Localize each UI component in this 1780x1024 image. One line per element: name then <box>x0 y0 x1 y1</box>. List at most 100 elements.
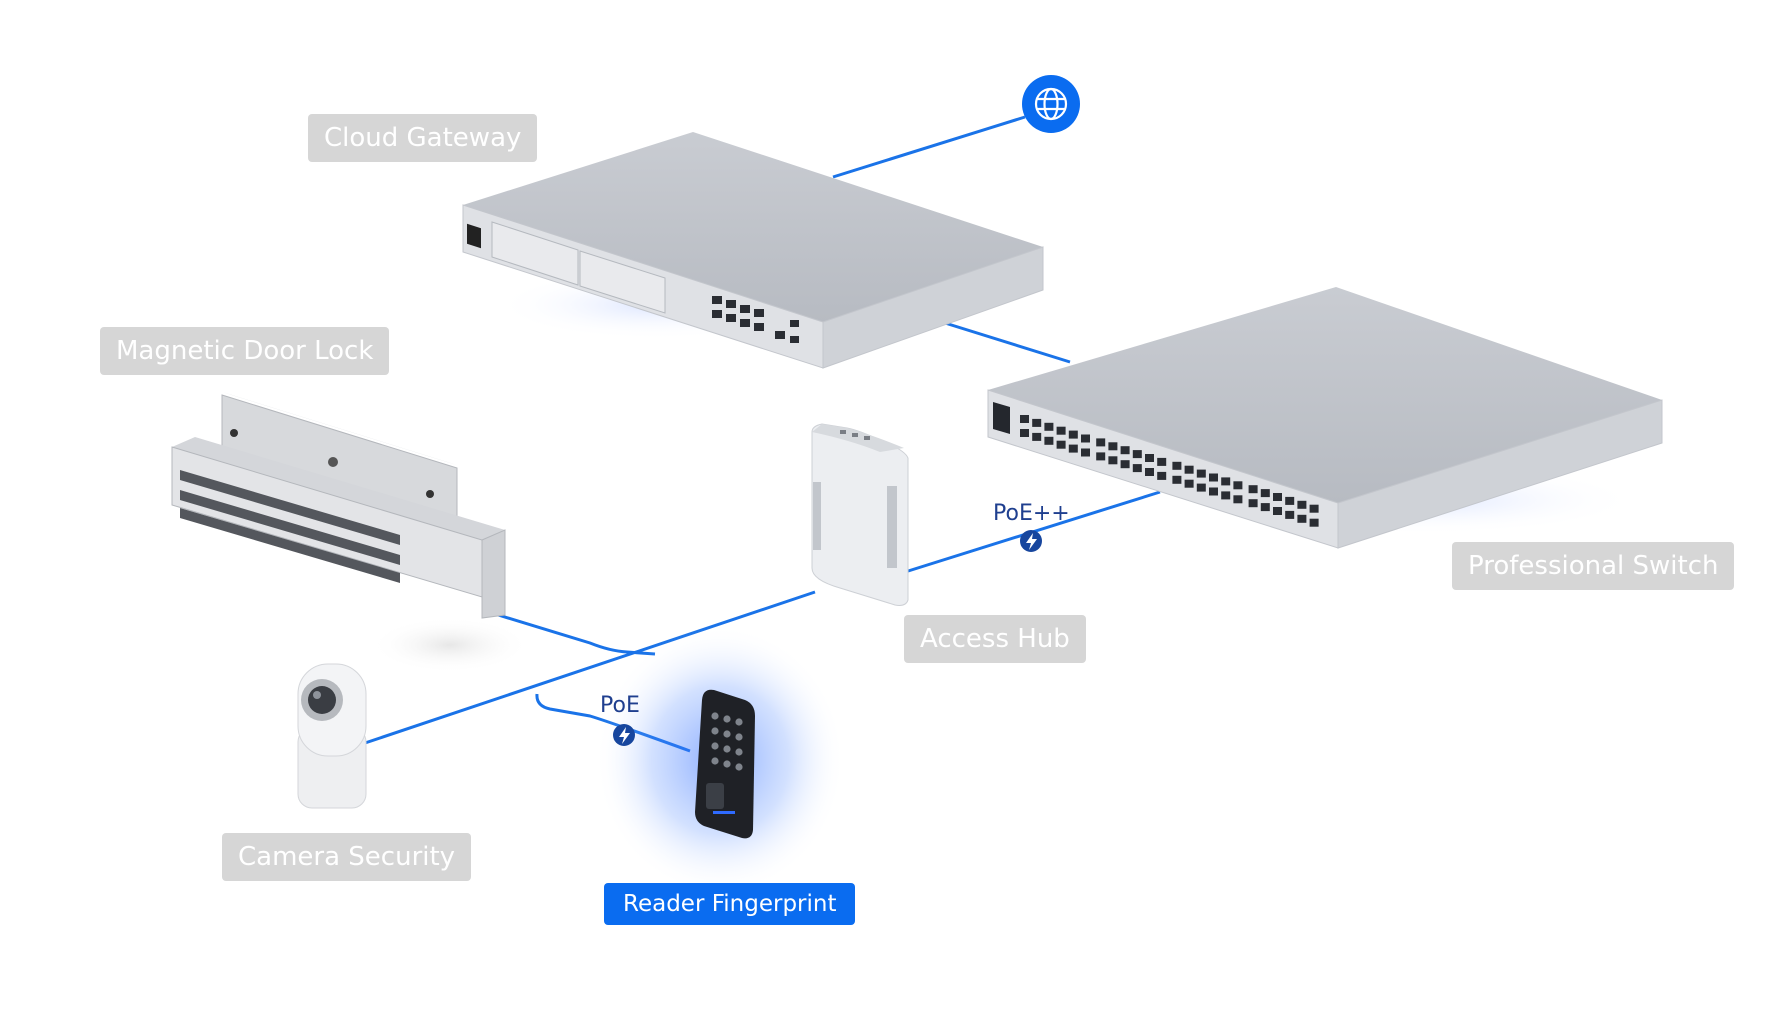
switch-port <box>1081 448 1090 457</box>
switch-port <box>1120 446 1130 455</box>
poe-plus-label: PoE++ <box>993 501 1070 526</box>
switch-port <box>1285 510 1295 519</box>
switch-port <box>1056 440 1066 449</box>
switch-port <box>1056 426 1066 435</box>
fingerprint-sensor <box>706 783 724 809</box>
keypad-key <box>723 730 731 738</box>
doorlock-shadow <box>370 617 530 673</box>
link-gateway-switch <box>944 321 1071 364</box>
switch-port <box>1044 422 1054 431</box>
globe-icon <box>1034 87 1068 121</box>
gateway-top <box>463 132 1043 322</box>
lock-screw-1 <box>230 429 238 437</box>
professional-switch-label[interactable]: Professional Switch <box>1452 542 1735 590</box>
camera-lens <box>308 686 336 714</box>
globe-icon-bg <box>1022 75 1080 133</box>
switch-port <box>1209 487 1218 496</box>
magnetic-door-lock-device[interactable] <box>171 392 506 619</box>
keypad-key <box>735 718 743 726</box>
switch-port <box>1172 475 1182 484</box>
switch-port <box>1297 514 1307 523</box>
switch-port <box>1020 415 1029 423</box>
access-hub-device[interactable] <box>811 423 909 606</box>
keypad-key <box>711 727 719 735</box>
cloud-gateway-device[interactable] <box>462 132 1044 369</box>
switch-port <box>1309 518 1319 527</box>
switch-port <box>1248 499 1258 508</box>
hub-body <box>811 423 909 606</box>
switch-port <box>1196 483 1206 492</box>
lock-magnet-strip-2 <box>180 490 400 565</box>
link-hub-camera <box>364 590 816 745</box>
switch-port <box>1096 438 1106 447</box>
hub-ports-top <box>840 430 870 440</box>
switch-port-array <box>1020 415 1319 527</box>
lightning-icon <box>619 727 630 744</box>
lock-screw-2 <box>328 457 338 467</box>
switch-port <box>1096 452 1106 461</box>
reader-fingerprint-device[interactable] <box>695 689 755 839</box>
switch-port <box>1209 473 1218 482</box>
switch-port <box>1184 465 1194 474</box>
switch-port <box>1233 481 1243 490</box>
switch-port <box>1068 444 1078 453</box>
access-hub-label[interactable]: Access Hub <box>904 615 1086 663</box>
switch-port <box>1260 503 1270 512</box>
poe-label: PoE <box>600 693 640 718</box>
switch-port <box>1081 434 1090 443</box>
camera-security-device[interactable] <box>297 663 367 809</box>
switch-port <box>1157 471 1167 480</box>
lightning-icon <box>1026 533 1037 550</box>
camera-lens-glint <box>313 691 321 699</box>
switch-port <box>1196 469 1206 478</box>
switch-port <box>1248 485 1258 494</box>
switch-side <box>1337 399 1663 549</box>
keypad-key <box>735 733 743 741</box>
cloud-gateway-label[interactable]: Cloud Gateway <box>308 114 538 162</box>
switch-port <box>1068 430 1078 439</box>
switch-port <box>1145 468 1154 476</box>
internet-node[interactable] <box>1022 75 1080 133</box>
gateway-power-button <box>467 223 481 249</box>
camera-security-label[interactable]: Camera Security <box>222 833 472 881</box>
switch-port <box>1032 418 1042 427</box>
switch-port <box>1285 496 1295 505</box>
switch-port <box>1020 429 1029 437</box>
switch-display <box>993 402 1010 434</box>
switch-port <box>1157 457 1167 466</box>
link-gateway-internet <box>832 115 1026 179</box>
reader-keypad <box>711 712 743 771</box>
keypad-key <box>723 760 731 768</box>
switch-port <box>1120 460 1130 469</box>
keypad-key <box>711 742 719 750</box>
lock-screw-3 <box>426 490 434 498</box>
switch-top <box>988 287 1662 503</box>
lock-armature-top <box>222 392 457 465</box>
switch-port <box>1273 493 1282 501</box>
switch-port <box>1233 495 1243 504</box>
reader-fingerprint-label[interactable]: Reader Fingerprint <box>604 883 856 925</box>
professional-switch-device[interactable] <box>987 287 1663 549</box>
lock-magnet-strip-1 <box>180 470 400 545</box>
switch-port <box>1184 479 1194 488</box>
switch-port <box>1132 450 1142 459</box>
lock-body-side <box>481 529 506 619</box>
gateway-ports <box>712 296 799 343</box>
keypad-key <box>735 763 743 771</box>
switch-port <box>1132 464 1142 473</box>
poe-badge <box>613 724 635 746</box>
switch-port <box>1221 491 1231 500</box>
switch-port <box>1172 461 1182 470</box>
switch-port <box>1221 477 1231 486</box>
reader-led-bar <box>713 811 735 814</box>
switch-port <box>1145 454 1154 462</box>
gateway-drive-bay-2 <box>579 250 666 314</box>
magnetic-door-lock-label[interactable]: Magnetic Door Lock <box>100 327 390 375</box>
keypad-key <box>711 712 719 720</box>
switch-port <box>1260 489 1270 498</box>
switch-port <box>1297 500 1307 509</box>
link-hub-doorlock <box>494 612 656 656</box>
hub-top-face <box>812 424 904 452</box>
